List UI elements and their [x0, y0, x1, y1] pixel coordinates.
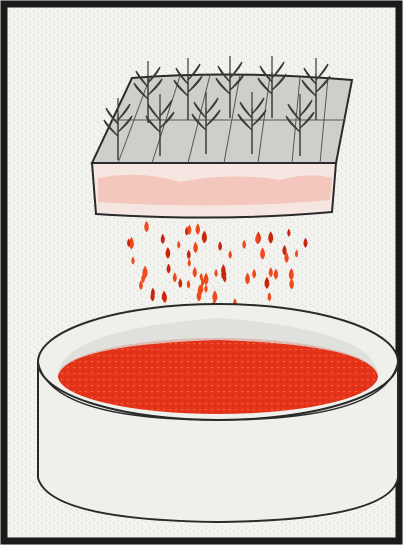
collection-basin — [38, 304, 398, 522]
plant-tray — [92, 56, 352, 218]
tray-soil-pink — [98, 175, 332, 206]
